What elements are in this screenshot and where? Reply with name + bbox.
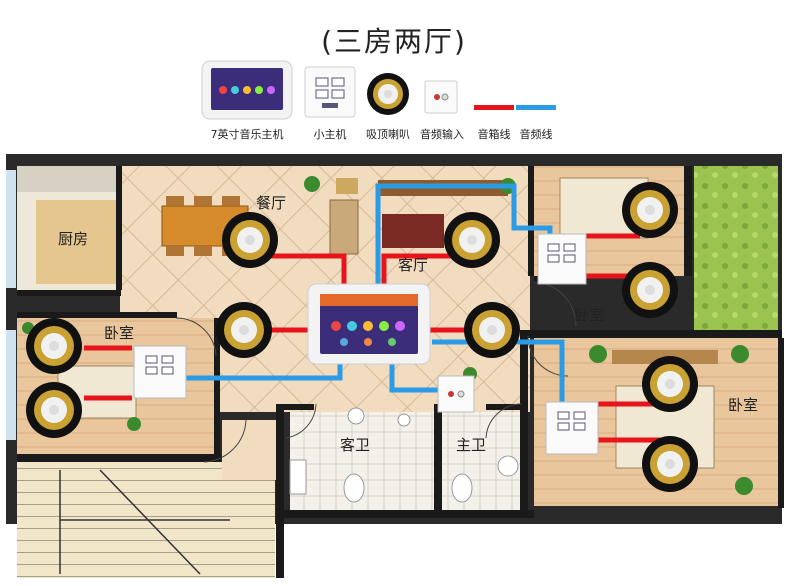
audio-input-icon [424,80,458,114]
legend-ceiling-speaker-label: 吸顶喇叭 [366,128,410,141]
speaker-wire-line-icon [474,105,514,110]
ceiling-speakers [26,182,698,492]
legend-music-host-label: 7英寸音乐主机 [210,128,284,141]
central-music-host [307,283,431,365]
legend-audio-wire-label: 音频线 [519,128,553,141]
small-host-panels [133,233,599,455]
diagram-title: (三房两厅) [321,25,467,58]
audio-wire-line-icon [516,105,556,110]
room-label-bedroom-upper-right: 卧室 [574,306,605,324]
ceiling-speaker-icon [367,73,409,115]
room-label-guest-bath: 客卫 [340,436,371,454]
music-host-icon [201,60,293,120]
legend-small-host-label: 小主机 [313,128,347,141]
legend-audio-input-label: 音频输入 [420,128,464,141]
room-label-bedroom-lower-right: 卧室 [728,396,759,414]
room-label-kitchen: 厨房 [58,230,89,248]
room-label-master-bath: 主卫 [456,436,487,454]
room-label-dining: 餐厅 [256,194,287,212]
room-label-bedroom-left: 卧室 [104,324,135,342]
room-label-living: 客厅 [398,256,429,274]
legend-speaker-wire-label: 音箱线 [477,128,511,141]
small-host-icon [304,66,356,118]
audio-input-plate [437,375,475,413]
